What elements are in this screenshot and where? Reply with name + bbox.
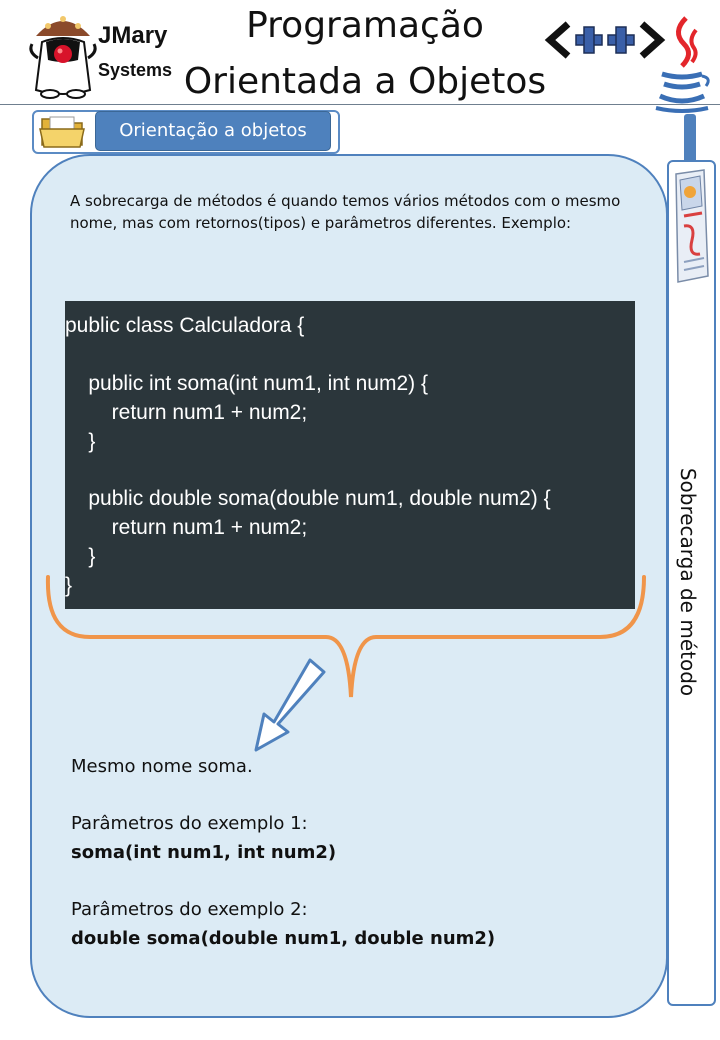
code-line: } bbox=[65, 574, 73, 597]
cpp-logo-icon bbox=[544, 21, 666, 59]
code-line: public double soma(double num1, double n… bbox=[65, 487, 551, 510]
code-block bbox=[65, 301, 635, 609]
example1-label: Parâmetros do exemplo 1: bbox=[71, 813, 308, 834]
cpp-logo bbox=[544, 18, 666, 62]
page-title-line2: Orientada a Objetos bbox=[183, 61, 547, 102]
side-rail-connector bbox=[684, 114, 696, 164]
jmary-logo bbox=[28, 8, 178, 100]
code-line: public class Calculadora { bbox=[65, 314, 305, 337]
example1-signature: soma(int num1, int num2) bbox=[71, 842, 337, 863]
logo-name: JMary bbox=[98, 22, 168, 49]
same-name-text: Mesmo nome soma. bbox=[71, 756, 253, 777]
curly-brace-icon bbox=[40, 575, 660, 705]
intro-text: A sobrecarga de métodos é quando temos v… bbox=[70, 192, 621, 232]
arrow-down-left-icon bbox=[244, 654, 334, 754]
duke-mascot-icon bbox=[29, 16, 97, 99]
example2-signature: double soma(double num1, double num2) bbox=[71, 928, 496, 949]
side-rail bbox=[667, 160, 716, 1006]
java-coffee-cup-icon bbox=[655, 16, 710, 113]
java-logo bbox=[650, 14, 714, 114]
section-tab-label[interactable]: Orientação a objetos bbox=[95, 111, 331, 151]
code-line: return num1 + num2; bbox=[65, 401, 308, 424]
side-rail-label: Sobrecarga de método bbox=[676, 467, 700, 697]
code-line: return num1 + num2; bbox=[65, 516, 308, 539]
example2-label: Parâmetros do exemplo 2: bbox=[71, 899, 308, 920]
code-line: public int soma(int num1, int num2) { bbox=[65, 372, 428, 395]
code-line: } bbox=[65, 430, 96, 453]
header-divider bbox=[0, 104, 720, 105]
newspaper-icon bbox=[670, 166, 712, 288]
folder-icon bbox=[38, 113, 90, 149]
code-line: } bbox=[65, 545, 96, 568]
logo-subtitle: Systems bbox=[98, 60, 173, 80]
page-title-line1: Programação bbox=[246, 5, 484, 46]
